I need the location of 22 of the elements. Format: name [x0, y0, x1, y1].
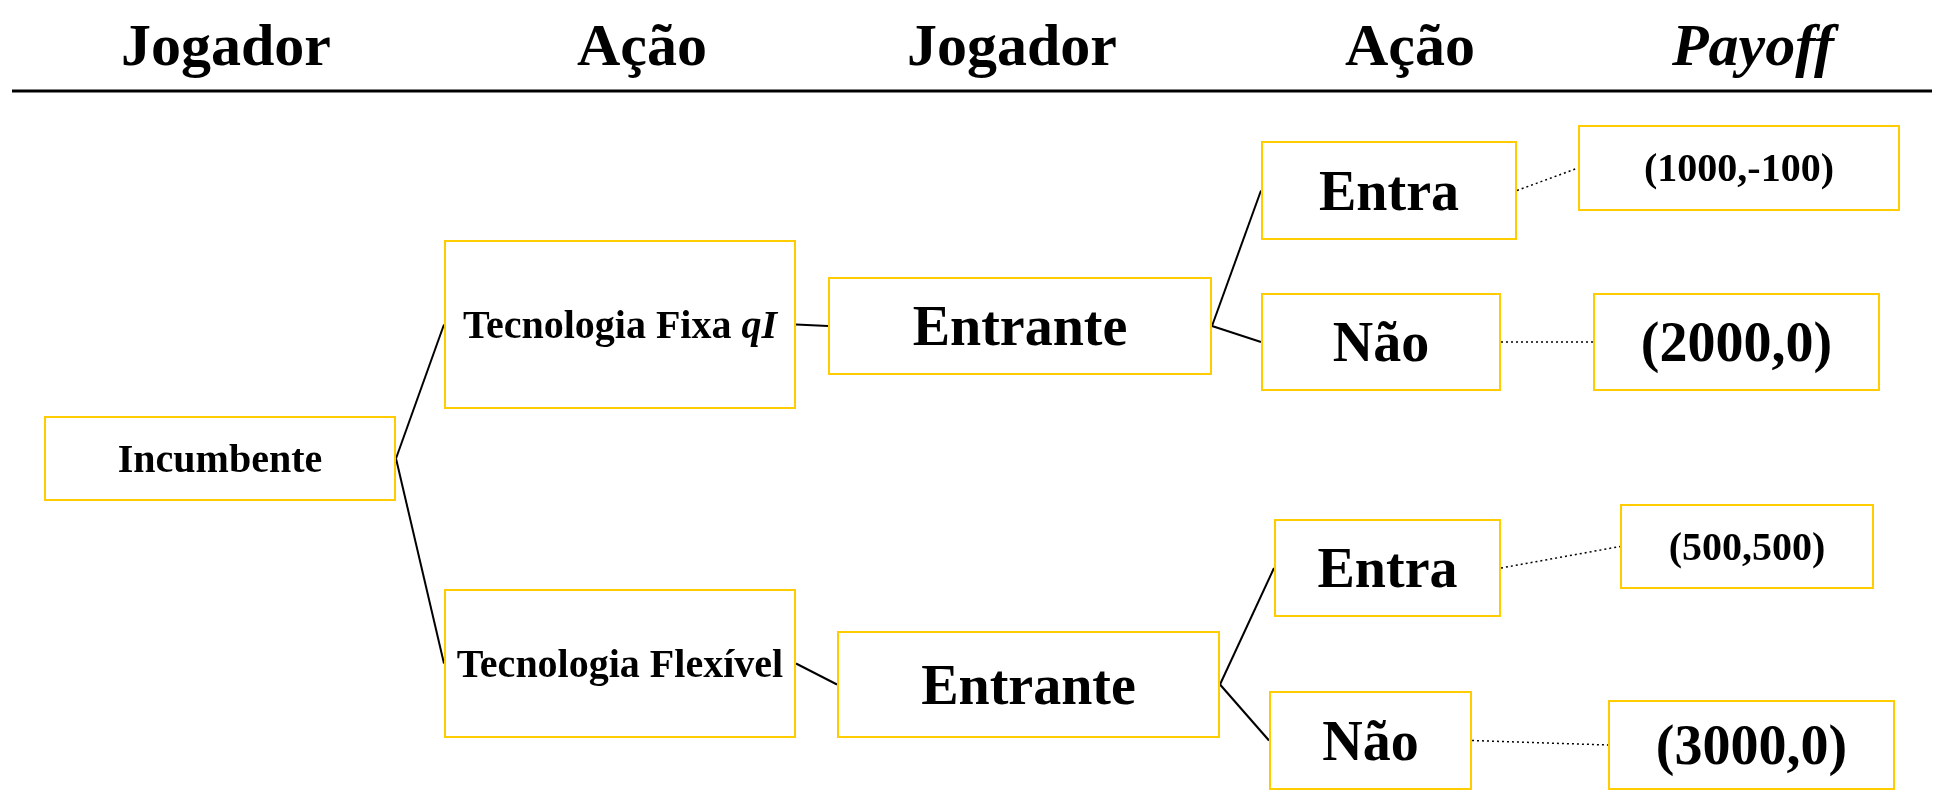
node-box: (2000,0) — [1593, 293, 1880, 391]
node-box: Entra — [1261, 141, 1517, 240]
connector-line — [1219, 683, 1270, 742]
column-header: Ação — [1345, 11, 1475, 80]
connector-line — [1211, 325, 1262, 343]
column-header: Ação — [577, 11, 707, 80]
column-header: Jogador — [121, 11, 331, 80]
node-box: (1000,-100) — [1578, 125, 1900, 211]
node-box: Incumbente — [44, 416, 396, 501]
node-box: Entrante — [828, 277, 1212, 375]
node-box: Entrante — [837, 631, 1220, 738]
node-box: Não — [1269, 691, 1472, 790]
connector-line — [1219, 567, 1275, 686]
node-box: Tecnologia Flexível — [444, 589, 796, 738]
node-box: (500,500) — [1620, 504, 1874, 589]
node-box: (3000,0) — [1608, 700, 1895, 790]
node-box: Entra — [1274, 519, 1501, 617]
column-header: Jogador — [907, 11, 1117, 80]
connector-line — [795, 662, 838, 686]
node-box: Tecnologia Fixa qI — [444, 240, 796, 409]
connector-line — [795, 323, 829, 327]
node-box: Não — [1261, 293, 1501, 391]
